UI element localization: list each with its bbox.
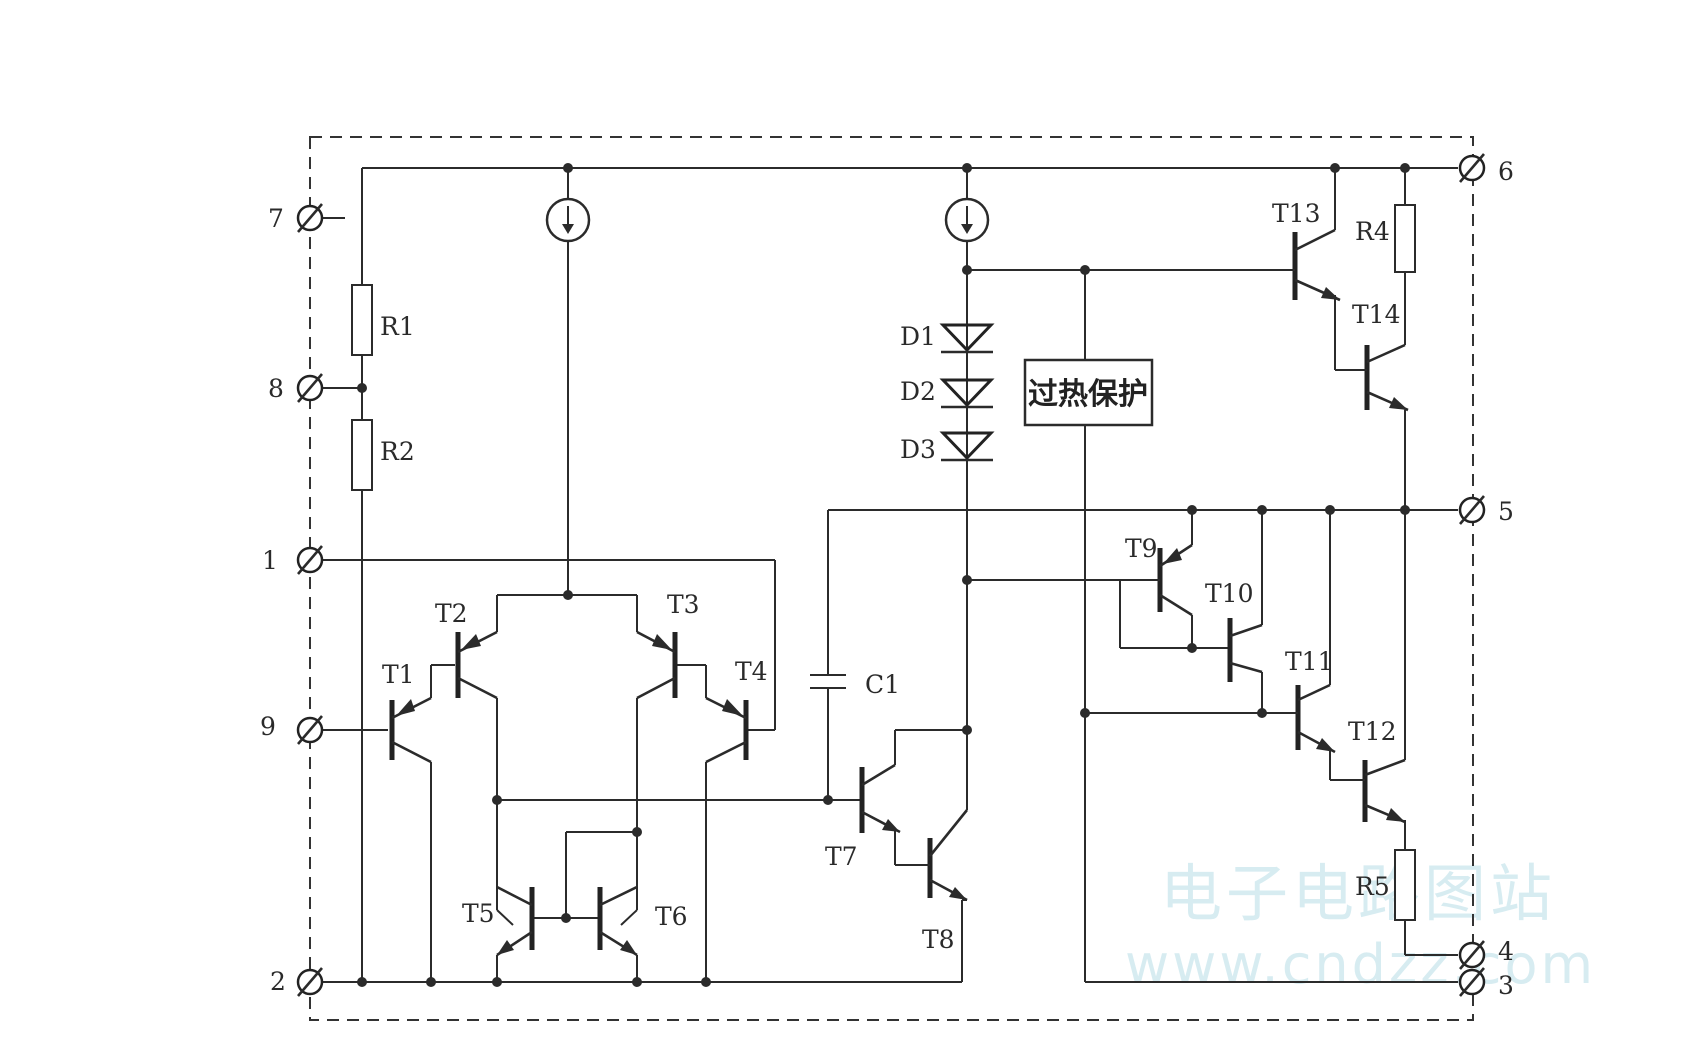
pin-4-terminal — [1458, 940, 1486, 970]
transistor-t5 — [496, 885, 535, 957]
pin-label-2: 2 — [270, 967, 286, 996]
overheat-protection-block: 过热保护 — [1023, 358, 1154, 427]
label-t13: T13 — [1272, 199, 1321, 228]
resistor-r2 — [351, 419, 373, 491]
label-t1: T1 — [382, 660, 415, 689]
label-t8: T8 — [922, 925, 955, 954]
label-r1: R1 — [380, 312, 415, 341]
transistor-t3 — [636, 630, 678, 700]
label-t12: T12 — [1348, 717, 1397, 746]
current-source-1 — [545, 197, 591, 243]
current-source-2 — [944, 197, 990, 243]
package-outline — [309, 136, 1474, 1021]
transistor-t8 — [918, 809, 969, 902]
watermark-line1: 电子电路图站 — [1160, 857, 1556, 930]
pin-6-terminal — [1458, 153, 1486, 183]
label-t5: T5 — [462, 899, 495, 928]
diode-d3 — [939, 431, 995, 462]
transistor-t1 — [389, 696, 432, 764]
label-d1: D1 — [900, 322, 936, 351]
pin-7-terminal — [296, 203, 324, 233]
transistor-t6 — [597, 885, 638, 957]
pin-label-8: 8 — [268, 374, 284, 403]
resistor-r1 — [351, 284, 373, 356]
pin-8-terminal — [296, 373, 324, 403]
pin-terminals — [296, 153, 1486, 997]
diode-d1 — [939, 323, 995, 354]
label-t2: T2 — [435, 599, 468, 628]
pin-label-1: 1 — [262, 546, 278, 575]
component-labels: R1 R2 R4 R5 D1 D2 D3 C1 T1 T2 T3 T4 T5 T… — [380, 199, 1401, 954]
transistor-t9 — [1105, 543, 1193, 617]
pin-labels: 7 8 1 9 2 6 5 4 3 — [260, 157, 1514, 1000]
transistor-t11 — [1275, 683, 1336, 754]
label-d2: D2 — [900, 377, 936, 406]
label-t9: T9 — [1125, 534, 1158, 563]
pin-label-4: 4 — [1498, 937, 1514, 966]
overheat-protection-label: 过热保护 — [1028, 377, 1148, 412]
pin-2-terminal — [296, 967, 324, 997]
transistor-t4 — [705, 696, 749, 764]
transistor-t13 — [1238, 228, 1341, 302]
transistor-t14 — [1355, 343, 1409, 412]
pin-label-7: 7 — [268, 204, 284, 233]
pin-label-3: 3 — [1498, 971, 1514, 1000]
label-r2: R2 — [380, 437, 415, 466]
pin-5-terminal — [1458, 495, 1486, 525]
label-t11: T11 — [1285, 647, 1334, 676]
label-t14: T14 — [1352, 300, 1401, 329]
transistor-t7 — [859, 763, 901, 834]
transistor-t12 — [1360, 758, 1406, 824]
pin-9-terminal — [296, 715, 324, 745]
watermark-line2: www.cndzz.com — [1125, 933, 1596, 996]
pin-3-terminal — [1458, 967, 1486, 997]
diode-d2 — [939, 378, 995, 409]
label-t10: T10 — [1205, 579, 1254, 608]
transistor-t2 — [455, 630, 498, 700]
label-c1: C1 — [865, 670, 900, 699]
label-r4: R4 — [1355, 217, 1390, 246]
pin-1-terminal — [296, 545, 324, 575]
label-t6: T6 — [655, 902, 688, 931]
label-d3: D3 — [900, 435, 936, 464]
label-t7: T7 — [825, 842, 858, 871]
resistor-r4 — [1394, 204, 1416, 273]
watermark: 电子电路图站 www.cndzz.com — [1125, 857, 1596, 996]
label-r5: R5 — [1355, 872, 1390, 901]
label-t3: T3 — [667, 590, 700, 619]
resistor-r5 — [1394, 849, 1416, 921]
label-t4: T4 — [735, 657, 768, 686]
junction-dots — [357, 163, 1410, 987]
pin-label-6: 6 — [1498, 157, 1514, 186]
pin-label-5: 5 — [1498, 497, 1514, 526]
pin-label-9: 9 — [260, 712, 276, 741]
transistor-t10 — [1227, 618, 1263, 682]
